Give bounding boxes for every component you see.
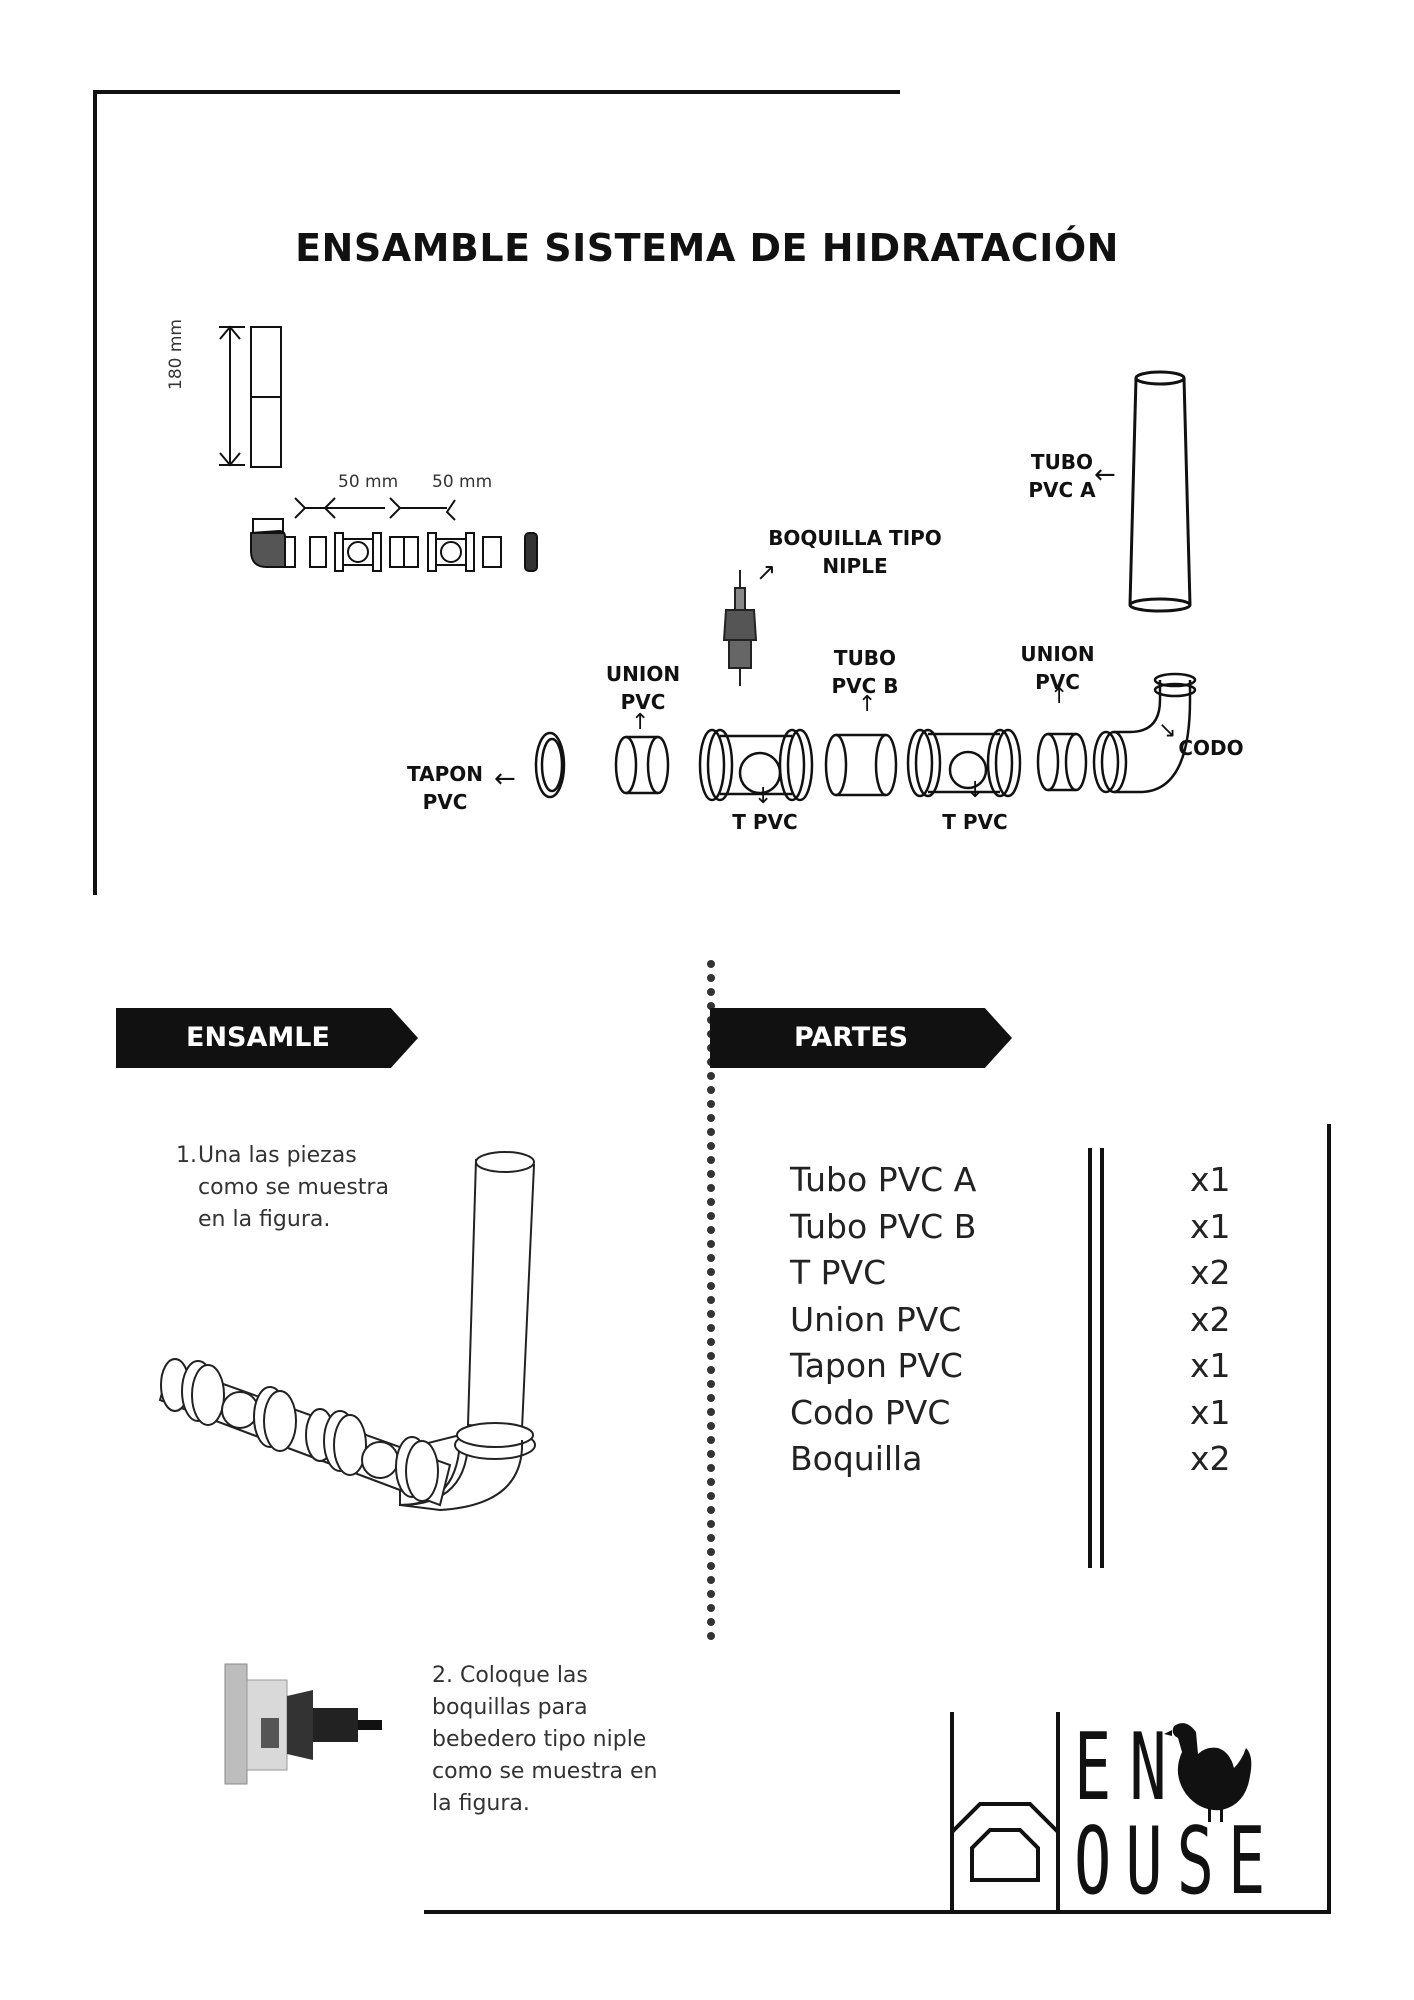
divider-dot — [707, 1562, 715, 1570]
divider-dot — [707, 1100, 715, 1108]
divider-dot — [707, 1548, 715, 1556]
divider-dot — [707, 1576, 715, 1584]
arrow-down-icon: ↓ — [754, 784, 773, 809]
divider-dot — [707, 1506, 715, 1514]
arrow-up-icon: ↑ — [1050, 684, 1069, 709]
exploded-assembly-drawing — [534, 672, 1197, 802]
divider-dot — [707, 1156, 715, 1164]
partes-banner: PARTES — [710, 1008, 1012, 1068]
page-title: ENSAMBLE SISTEMA DE HIDRATACIÓN — [295, 226, 1119, 270]
divider-dot — [707, 1184, 715, 1192]
ensamble-banner: ENSAMLE — [116, 1008, 418, 1068]
divider-dot — [707, 1590, 715, 1598]
divider-dot — [707, 1142, 715, 1150]
arrow-down-right-icon: ↘ — [1158, 718, 1177, 743]
divider-dot — [707, 1604, 715, 1612]
divider-dot — [707, 1128, 715, 1136]
arrow-up-right-icon: ↗ — [756, 558, 777, 586]
dimension-diagram — [219, 325, 538, 572]
arrow-up-icon: ↑ — [858, 692, 877, 717]
frame-bottom-line — [424, 1910, 1329, 1914]
divider-dot — [707, 1086, 715, 1094]
divider-dot — [707, 1478, 715, 1486]
divider-dot — [707, 1408, 715, 1416]
arrow-left-icon: ← — [494, 764, 516, 794]
divider-dot — [707, 1534, 715, 1542]
divider-dot — [707, 1268, 715, 1276]
divider-dot — [707, 1464, 715, 1472]
divider-dot — [707, 1366, 715, 1374]
divider-dot — [707, 1394, 715, 1402]
label-codo: CODO — [1178, 736, 1244, 760]
label-t-pvc-left: T PVC — [732, 810, 798, 834]
divider-dot — [707, 1310, 715, 1318]
frame-left-line — [93, 90, 97, 895]
assembled-system-drawing — [158, 1151, 536, 1512]
divider-dot — [707, 1240, 715, 1248]
divider-dot — [707, 1632, 715, 1640]
divider-dot — [707, 1198, 715, 1206]
divider-dot — [707, 1520, 715, 1528]
dimension-label-a: 50 mm — [338, 472, 399, 492]
arrow-up-icon: ↑ — [631, 710, 650, 735]
divider-dot — [707, 1450, 715, 1458]
nozzle-mount-image — [224, 1663, 382, 1785]
divider-dot — [707, 1422, 715, 1430]
divider-dot — [707, 1492, 715, 1500]
logo-text-bottom: OUSE — [1074, 1806, 1280, 1916]
parts-separator-line — [1088, 1148, 1092, 1568]
logo-text-top: EN — [1074, 1712, 1185, 1822]
hen-icon — [1164, 1723, 1252, 1822]
dimension-vertical-label: 180 mm — [166, 319, 186, 390]
boquilla-niple-drawing — [722, 570, 758, 686]
hen-house-logo — [950, 1712, 1252, 1910]
divider-dot — [707, 1296, 715, 1304]
arrow-down-icon: ↓ — [966, 778, 985, 803]
divider-dot — [707, 1324, 715, 1332]
divider-dot — [707, 1436, 715, 1444]
frame-top-line — [95, 90, 900, 94]
divider-dot — [707, 1338, 715, 1346]
divider-dot — [707, 960, 715, 968]
step-2-text: 2. Coloque las boquillas para bebedero t… — [432, 1663, 658, 1816]
divider-dot — [707, 1254, 715, 1262]
divider-dot — [707, 1170, 715, 1178]
arrow-left-icon: ← — [1094, 460, 1116, 490]
frame-right-line — [1327, 1124, 1331, 1914]
divider-dot — [707, 988, 715, 996]
divider-dot — [707, 1282, 715, 1290]
divider-dot — [707, 1380, 715, 1388]
divider-dot — [707, 1352, 715, 1360]
step-1-text: 1. Una las piezas como se muestra en la … — [176, 1143, 389, 1232]
tubo-pvc-a-drawing — [1128, 370, 1192, 613]
divider-dot — [707, 1072, 715, 1080]
divider-dot — [707, 1226, 715, 1234]
label-t-pvc-right: T PVC — [942, 810, 1008, 834]
divider-dot — [707, 974, 715, 982]
divider-dot — [707, 1618, 715, 1626]
divider-dot — [707, 1212, 715, 1220]
parts-separator-line — [1100, 1148, 1104, 1568]
dimension-label-b: 50 mm — [432, 472, 493, 492]
divider-dot — [707, 1114, 715, 1122]
